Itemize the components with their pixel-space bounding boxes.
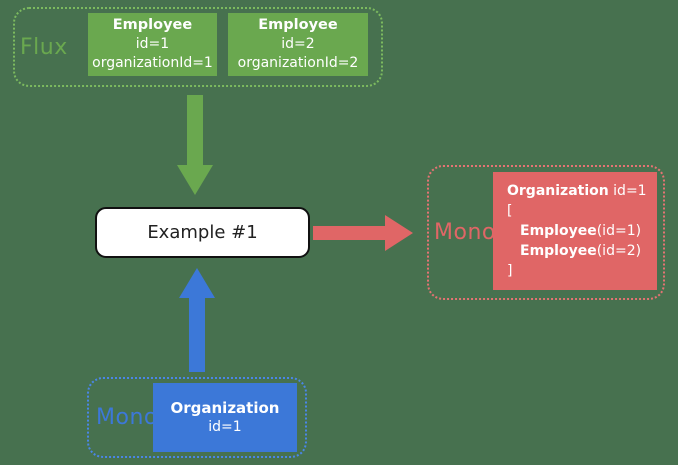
employee-2-organization-id: organizationId=2: [237, 55, 359, 71]
employee-card-1: Employee id=1 organizationId=1: [88, 13, 217, 76]
result-employee-1: Employee(id=1): [507, 221, 651, 241]
organization-result-title: Organization: [507, 183, 609, 199]
employee-1-organization-id: organizationId=1: [92, 55, 213, 71]
employee-card-2: Employee id=2 organizationId=2: [228, 13, 368, 76]
employee-1-id: id=1: [135, 36, 170, 52]
organization-input-card: Organization id=1: [153, 383, 297, 452]
mono-output-group-label: Mono: [434, 220, 496, 245]
organization-input-id: id=1: [208, 418, 242, 435]
employee-2-id: id=2: [281, 36, 315, 52]
employee-2-title: Employee: [258, 17, 338, 33]
result-employee-2-args: (id=2): [596, 243, 642, 259]
result-employee-1-args: (id=1): [596, 223, 642, 239]
flux-group-label: Flux: [20, 34, 68, 60]
organization-input-title: Organization: [170, 398, 280, 417]
organization-result-id: id=1: [608, 183, 647, 199]
example-box: Example #1: [95, 207, 310, 258]
organization-result-card: Organization id=1 [ Employee(id=1) Emplo…: [493, 172, 657, 290]
organization-result-title-line: Organization id=1: [507, 181, 651, 201]
result-employee-2: Employee(id=2): [507, 241, 651, 261]
bracket-close: ]: [507, 263, 513, 279]
result-employee-1-name: Employee: [520, 223, 597, 239]
mono-output-group-container: [427, 165, 665, 300]
flux-group-container: [13, 7, 383, 87]
right-arrow-icon: [313, 215, 413, 251]
mono-input-group-container: [87, 377, 307, 458]
mono-input-group-label: Mono: [96, 405, 158, 430]
up-arrow-icon: [179, 268, 215, 372]
employee-1-title: Employee: [112, 17, 193, 33]
down-arrow-icon: [177, 95, 213, 195]
bracket-open: [: [507, 203, 513, 219]
result-employee-2-name: Employee: [520, 243, 597, 259]
